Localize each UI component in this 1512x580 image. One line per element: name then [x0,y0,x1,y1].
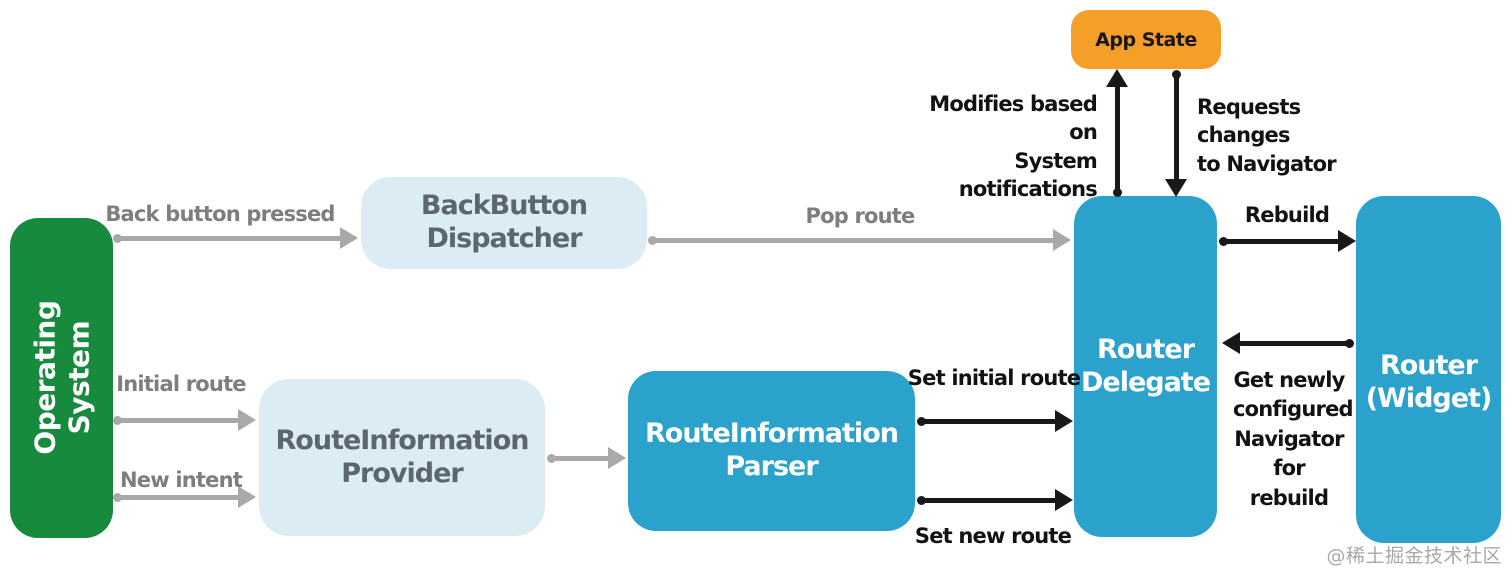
arrow-modifies-app-state [1105,69,1129,197]
app-state-label: App State [1095,28,1197,51]
arrowhead-right-icon [608,447,626,469]
arrowhead-right-icon [1338,230,1356,252]
arrow-back-button-pressed [113,226,358,250]
arrow-shaft [1115,85,1120,195]
arrow-shaft [115,495,240,500]
arrow-provider-to-parser [547,446,626,470]
node-operating-system: Operating System [10,218,113,538]
routeinformation-provider-label: RouteInformation Provider [275,424,530,489]
arrowhead-right-icon [238,409,256,431]
label-pop-route: Pop route [805,204,916,228]
arrowhead-right-icon [238,486,256,508]
arrow-shaft [919,419,1057,424]
arrow-shaft [1238,341,1352,346]
label-back-button-pressed: Back button pressed [105,202,335,226]
label-modifies-based-on: Modifies based on System notifications [929,92,1098,202]
arrow-dot [917,417,926,426]
arrow-dot [113,234,122,243]
arrowhead-left-icon [1222,332,1240,354]
arrow-dot [113,493,122,502]
arrow-shaft [919,498,1057,503]
label-rebuild: Rebuild [1244,203,1330,227]
arrow-rebuild [1219,229,1356,253]
arrowhead-down-icon [1165,179,1187,197]
operating-system-label: Operating System [27,301,95,455]
arrow-dot [648,236,657,245]
arrow-set-initial-route [917,409,1073,433]
label-requests-changes: Requests changes to Navigator [1197,95,1337,176]
label-set-initial-route: Set initial route [907,366,1081,390]
routeinformation-parser-label: RouteInformation Parser [645,418,899,482]
node-routeinformation-provider: RouteInformation Provider [259,379,545,536]
watermark: @稀土掘金技术社区 [1326,545,1502,567]
arrow-shaft [549,456,610,461]
arrow-dot [547,454,556,463]
arrow-dot [1345,339,1354,348]
arrow-initial-route [113,408,256,432]
backbutton-dispatcher-label: BackButton Dispatcher [420,190,588,254]
arrow-shaft [1174,72,1179,181]
node-routeinformation-parser: RouteInformation Parser [628,371,915,531]
arrow-dot [1172,70,1181,79]
arrow-pop-route [648,228,1071,252]
router-widget-label: Router (Widget) [1365,349,1493,414]
label-get-newly-configured: Get newly configured Navigator for rebui… [1233,368,1354,510]
arrow-get-navigator [1222,331,1354,355]
arrow-set-new-route [917,488,1073,512]
node-app-state: App State [1071,10,1221,69]
label-new-intent: New intent [120,468,243,492]
node-router-widget: Router (Widget) [1356,196,1501,543]
router-delegate-label: Router Delegate [1080,333,1211,398]
arrowhead-right-icon [340,227,358,249]
arrow-shaft [1221,239,1340,244]
arrow-dot [1113,188,1122,197]
arrow-shaft [115,418,240,423]
label-set-new-route: Set new route [914,524,1072,548]
arrowhead-right-icon [1055,489,1073,511]
arrow-dot [917,496,926,505]
arrow-dot [1219,237,1228,246]
arrowhead-up-icon [1106,69,1128,87]
arrow-new-intent [113,485,256,509]
node-backbutton-dispatcher: BackButton Dispatcher [361,177,647,269]
arrow-requests-changes [1164,70,1188,197]
arrowhead-right-icon [1053,229,1071,251]
label-initial-route: Initial route [116,372,246,396]
arrowhead-right-icon [1055,410,1073,432]
arrow-dot [113,416,122,425]
arrow-shaft [115,236,342,241]
node-router-delegate: Router Delegate [1074,196,1217,537]
arrow-shaft [650,238,1055,243]
operating-system-label-wrap: Operating System [10,218,113,538]
